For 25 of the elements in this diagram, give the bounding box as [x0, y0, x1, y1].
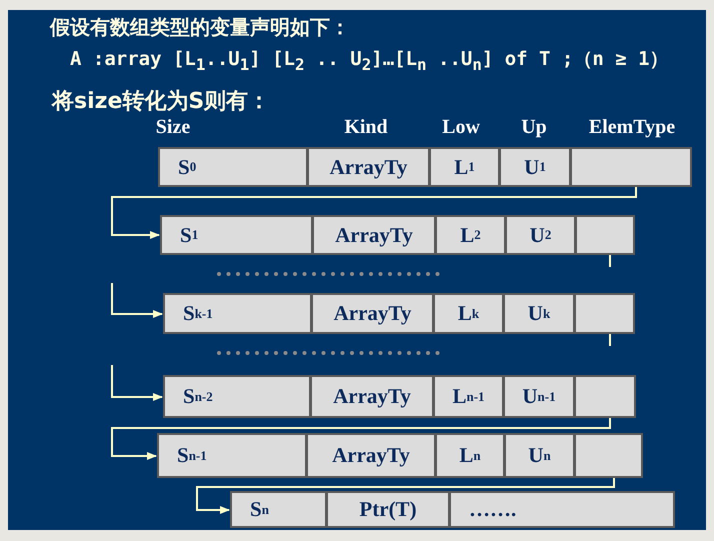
record-field: ArrayTy: [311, 293, 434, 334]
column-header: Kind: [344, 116, 388, 139]
record-field: ArrayTy: [312, 215, 436, 255]
record-field: …….: [449, 491, 675, 528]
column-header: Up: [521, 116, 547, 139]
record-field: ArrayTy: [310, 375, 434, 418]
record-field: ArrayTy: [306, 433, 436, 478]
column-header: Low: [442, 116, 480, 139]
record-field: [574, 375, 636, 418]
arrow: [111, 365, 163, 401]
arrow: [196, 478, 615, 514]
record-field: [574, 293, 635, 334]
record-field: [575, 215, 635, 255]
arrow: [111, 418, 611, 460]
arrow: [111, 187, 637, 239]
heading: 假设有数组类型的变量声明如下：: [50, 14, 350, 41]
record-field: Ptr(T): [326, 491, 450, 528]
record-field: [570, 147, 692, 187]
record-field: ArrayTy: [307, 147, 430, 187]
note-text: 将size转化为S则有：: [52, 88, 270, 116]
column-header: ElemType: [588, 116, 676, 139]
declaration-text: A :array [L$_{1}$..U$_{1}$] [L$_{2}$ .. U$_{2}$]…[L$_{n}$ ..U$_{n}$] of T ;（n ≥ 1）: [70, 47, 669, 74]
arrow: [111, 283, 163, 318]
column-header: Size: [156, 116, 190, 139]
record-field: [574, 433, 643, 478]
